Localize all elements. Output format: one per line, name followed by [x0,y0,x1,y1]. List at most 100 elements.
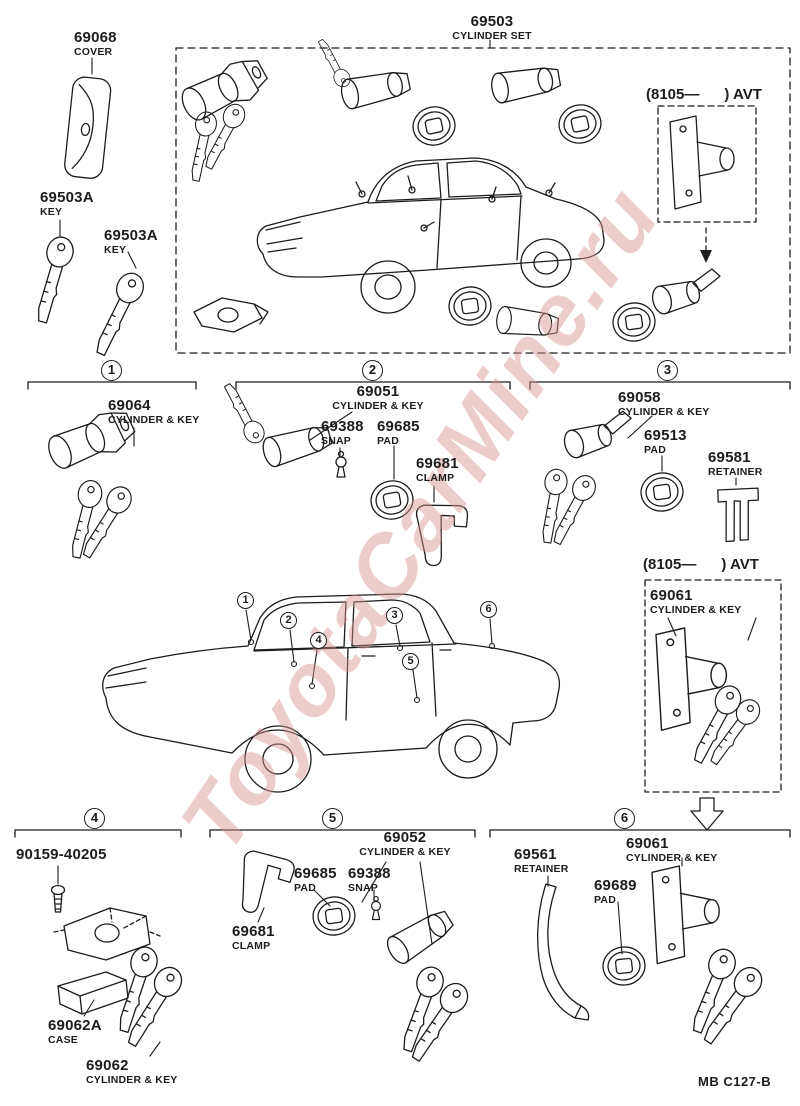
ignition-cylinder-with-keys [175,51,274,184]
part-name: PAD [594,893,616,906]
part-label-69061-b: 69061 CYLINDER & KEY [626,835,718,864]
part-number: 69503A [104,227,158,244]
part-number: 69062A [48,1017,102,1034]
avt-lock-key-69061 [655,627,765,770]
section-bracket-2 [235,381,511,390]
car-callout-2: 2 [280,612,297,629]
part-name: KEY [104,243,127,256]
part-label-69561: 69561 RETAINER [514,846,569,875]
ignition-cylinder-key-69064 [42,403,140,563]
part-name: SNAP [348,881,378,894]
avt-note-mid: (8105— ) AVT [643,556,759,573]
avt-note-top: (8105— ) AVT [646,86,762,103]
part-name: CYLINDER & KEY [618,405,710,418]
retainer-icon [714,485,760,544]
snap-icon [335,450,347,478]
part-name: KEY [40,205,63,218]
car-callout-4: 4 [310,632,327,649]
pad-icon [600,944,648,988]
avt-arrowhead [700,250,712,263]
part-name: COVER [74,45,113,58]
part-number: 69513 [644,427,687,444]
part-name: CYLINDER & KEY [359,845,451,858]
part-number: 69388 [321,418,364,435]
part-label-69681: 69681 CLAMP [416,455,459,484]
part-label-69058: 69058 CYLINDER & KEY [618,389,710,418]
part-label-cylinder-set: 69503 CYLINDER SET [432,13,552,42]
clamp-icon [236,849,297,919]
part-label-69062A: 69062A CASE [48,1017,102,1046]
section-bracket-5 [209,829,476,838]
door-cylinder-key-69058 [535,408,639,549]
pad-ring-icon [445,283,495,329]
part-label-cover: 69068 COVER [74,29,117,58]
spare-key-drawing-2 [88,268,149,360]
part-name: CYLINDER & KEY [108,413,200,426]
part-number: 69058 [618,389,661,406]
part-number: 69685 [294,865,337,882]
part-name: PAD [377,434,399,447]
down-arrow-icon [690,797,724,831]
pad-ring-icon [408,102,460,150]
cylinder-set-box [175,47,791,354]
part-label-69064: 69064 CYLINDER & KEY [108,397,200,426]
avt-lock-key-69061-bottom [651,865,768,1050]
part-number: 69689 [594,877,637,894]
lock-housing-69062 [53,907,161,961]
part-number: 69052 [383,829,427,846]
part-label-69388-b: 69388 SNAP [348,865,391,894]
part-label-key-a: 69503A KEY [40,189,94,218]
part-number: 69051 [356,383,400,400]
part-name: CLAMP [416,471,455,484]
car-callout-5: 5 [402,653,419,670]
screw-icon [50,884,66,913]
part-name: CYLINDER & KEY [86,1073,178,1086]
part-label-key-b: 69503A KEY [104,227,158,256]
door-cylinder-key-69052 [382,904,474,1067]
part-label-69689: 69689 PAD [594,877,637,906]
pad-icon [309,893,359,939]
part-number: 90159-40205 [16,846,107,863]
part-name: CASE [48,1033,78,1046]
part-label-69061-avt: 69061 CYLINDER & KEY [650,587,742,616]
section-bracket-1 [27,381,197,390]
part-number: 69561 [514,846,557,863]
spare-key-drawing-1 [29,233,77,326]
lever-lock-icon [648,266,727,317]
part-name: CYLINDER SET [452,29,532,42]
part-number: 69681 [416,455,459,472]
section-badge-5: 5 [322,808,343,829]
part-name: CYLINDER & KEY [626,851,718,864]
section-badge-4: 4 [84,808,105,829]
cylinder-plug-icon [494,305,560,340]
cylinder-set-parts [175,36,727,345]
section-badge-3: 3 [657,360,678,381]
part-name: CYLINDER & KEY [332,399,424,412]
part-label-69513: 69513 PAD [644,427,687,456]
part-number: 69068 [74,29,117,46]
section-bracket-6 [489,829,791,838]
part-label-69062: 69062 CYLINDER & KEY [86,1057,178,1086]
car-callout-1: 1 [237,592,254,609]
part-number: 69503A [40,189,94,206]
avt-lock-icon [669,115,735,210]
pad-ring-icon [609,299,659,345]
part-name: CLAMP [232,939,271,952]
cover-drawing [64,76,112,179]
part-label-69685-b: 69685 PAD [294,865,337,894]
part-label-69051: 69051 CYLINDER & KEY [319,383,437,412]
part-name: CYLINDER & KEY [650,603,742,616]
doc-code: MB C127-B [698,1074,772,1089]
pad-icon [637,469,687,515]
part-name: RETAINER [514,862,569,875]
car-side-drawing [102,593,561,793]
part-number: 69503 [470,13,514,30]
part-number: 69061 [626,835,669,852]
part-name: RETAINER [708,465,763,478]
keys-69062 [111,943,188,1052]
part-label-69581: 69581 RETAINER [708,449,763,478]
avt-box-top [657,105,757,223]
door-cylinder-key-69051 [218,379,335,470]
part-number: 69685 [377,418,420,435]
